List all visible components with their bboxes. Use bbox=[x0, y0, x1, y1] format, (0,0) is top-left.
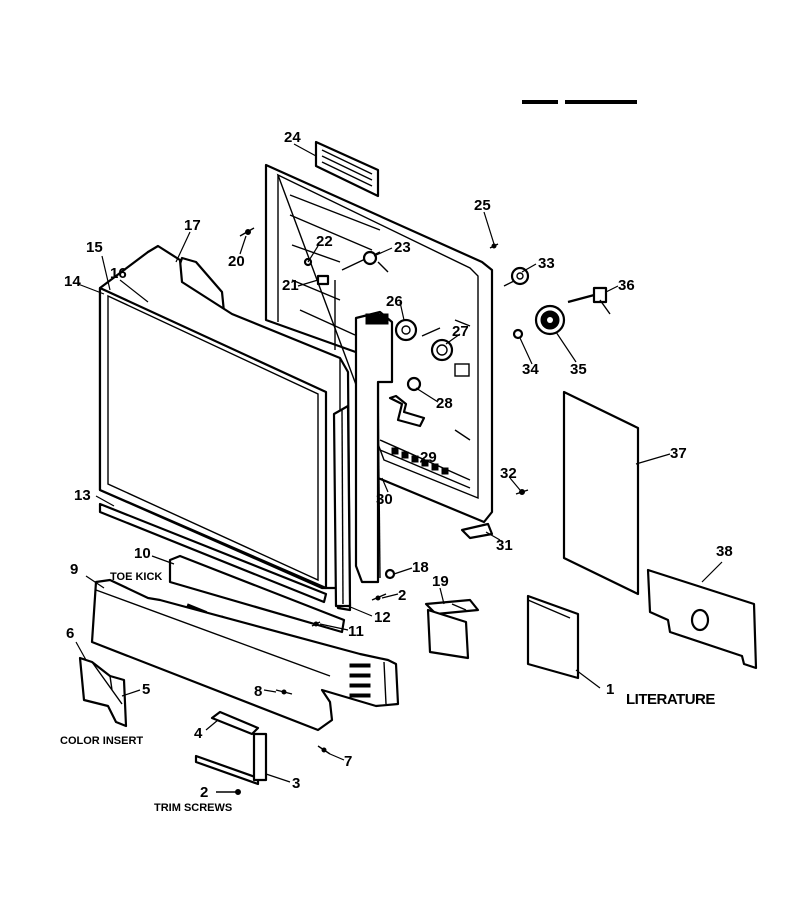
callout-33: 33 bbox=[538, 255, 555, 272]
callout-31: 31 bbox=[496, 537, 513, 554]
callout-34: 34 bbox=[522, 361, 539, 378]
callout-24: 24 bbox=[284, 129, 301, 146]
callout-6: 6 bbox=[66, 625, 74, 642]
part-37-panel bbox=[562, 390, 640, 596]
part-27-gear bbox=[421, 327, 454, 362]
part-25-screw bbox=[489, 243, 499, 249]
callout-29: 29 bbox=[420, 449, 437, 466]
callout-23: 23 bbox=[394, 239, 411, 256]
callout-37: 37 bbox=[670, 445, 687, 462]
part-13-strip bbox=[98, 502, 328, 604]
callout-12: 12 bbox=[374, 609, 391, 626]
part-38-plate bbox=[646, 568, 758, 670]
part-36-shaft bbox=[567, 286, 611, 315]
callout-7: 7 bbox=[344, 753, 352, 770]
color-insert-label: COLOR INSERT bbox=[60, 735, 143, 747]
callout-21: 21 bbox=[282, 277, 299, 294]
callout-27: 27 bbox=[452, 323, 469, 340]
callout-3: 3 bbox=[292, 775, 300, 792]
header-fragment bbox=[522, 100, 637, 104]
part-19-bracket bbox=[424, 598, 480, 660]
part-2-trim-screw bbox=[216, 789, 241, 795]
leader-lines bbox=[75, 143, 723, 783]
callout-26: 26 bbox=[386, 293, 403, 310]
part-28-knob bbox=[388, 376, 426, 428]
part-35-gear bbox=[534, 304, 566, 336]
callout-10: 10 bbox=[134, 545, 151, 562]
callout-numbers: 1 2 2 3 4 5 6 7 8 9 10 11 12 13 14 15 16… bbox=[64, 129, 733, 801]
part-18-screw bbox=[384, 568, 396, 580]
callout-28: 28 bbox=[436, 395, 453, 412]
part-20-screw bbox=[239, 227, 255, 237]
callout-38: 38 bbox=[716, 543, 733, 560]
callout-35: 35 bbox=[570, 361, 587, 378]
callout-9: 9 bbox=[70, 561, 78, 578]
part-21-22-clips bbox=[303, 257, 330, 286]
callout-20: 20 bbox=[228, 253, 245, 270]
toe-kick-label: TOE KICK bbox=[110, 571, 162, 583]
callout-17: 17 bbox=[184, 217, 201, 234]
part-26-disc bbox=[394, 318, 418, 342]
part-3-4-trim-bracket bbox=[194, 710, 268, 786]
callout-1: 1 bbox=[606, 681, 614, 698]
literature-label: LITERATURE bbox=[626, 691, 715, 708]
callout-32: 32 bbox=[500, 465, 517, 482]
callout-2b: 2 bbox=[200, 784, 208, 801]
part-29-row bbox=[391, 447, 449, 475]
callout-25: 25 bbox=[474, 197, 491, 214]
callout-19: 19 bbox=[432, 573, 449, 590]
part-1-literature bbox=[526, 594, 580, 680]
part-9-toe-kick-panel bbox=[90, 578, 400, 732]
part-8-screw bbox=[275, 689, 293, 695]
callout-36: 36 bbox=[618, 277, 635, 294]
part-7-screw bbox=[317, 745, 331, 755]
part-34-screw bbox=[512, 328, 524, 340]
callout-5: 5 bbox=[142, 681, 150, 698]
part-12-side-rail bbox=[332, 404, 352, 608]
part-30-door-hinge-arm bbox=[354, 310, 394, 584]
part-23 bbox=[341, 250, 389, 273]
callout-11: 11 bbox=[348, 623, 364, 640]
callout-4: 4 bbox=[194, 725, 203, 742]
part-31-hinge bbox=[460, 522, 494, 540]
part-11-screw bbox=[311, 621, 321, 627]
callout-15: 15 bbox=[86, 239, 103, 256]
callout-14: 14 bbox=[64, 273, 81, 290]
part-32-screw bbox=[515, 489, 529, 495]
part-5-6-color-insert bbox=[78, 656, 128, 728]
part-2-screw-a bbox=[371, 593, 387, 601]
callout-22: 22 bbox=[316, 233, 333, 250]
callout-2a: 2 bbox=[398, 587, 406, 604]
callout-18: 18 bbox=[412, 559, 429, 576]
callout-13: 13 bbox=[74, 487, 91, 504]
callout-8: 8 bbox=[254, 683, 262, 700]
part-14-glass-panel bbox=[98, 286, 328, 590]
part-24-vent bbox=[314, 140, 380, 198]
trim-screws-label: TRIM SCREWS bbox=[154, 802, 232, 814]
part-33-bearing bbox=[503, 266, 530, 287]
callout-16: 16 bbox=[110, 265, 127, 282]
callout-30: 30 bbox=[376, 491, 393, 508]
